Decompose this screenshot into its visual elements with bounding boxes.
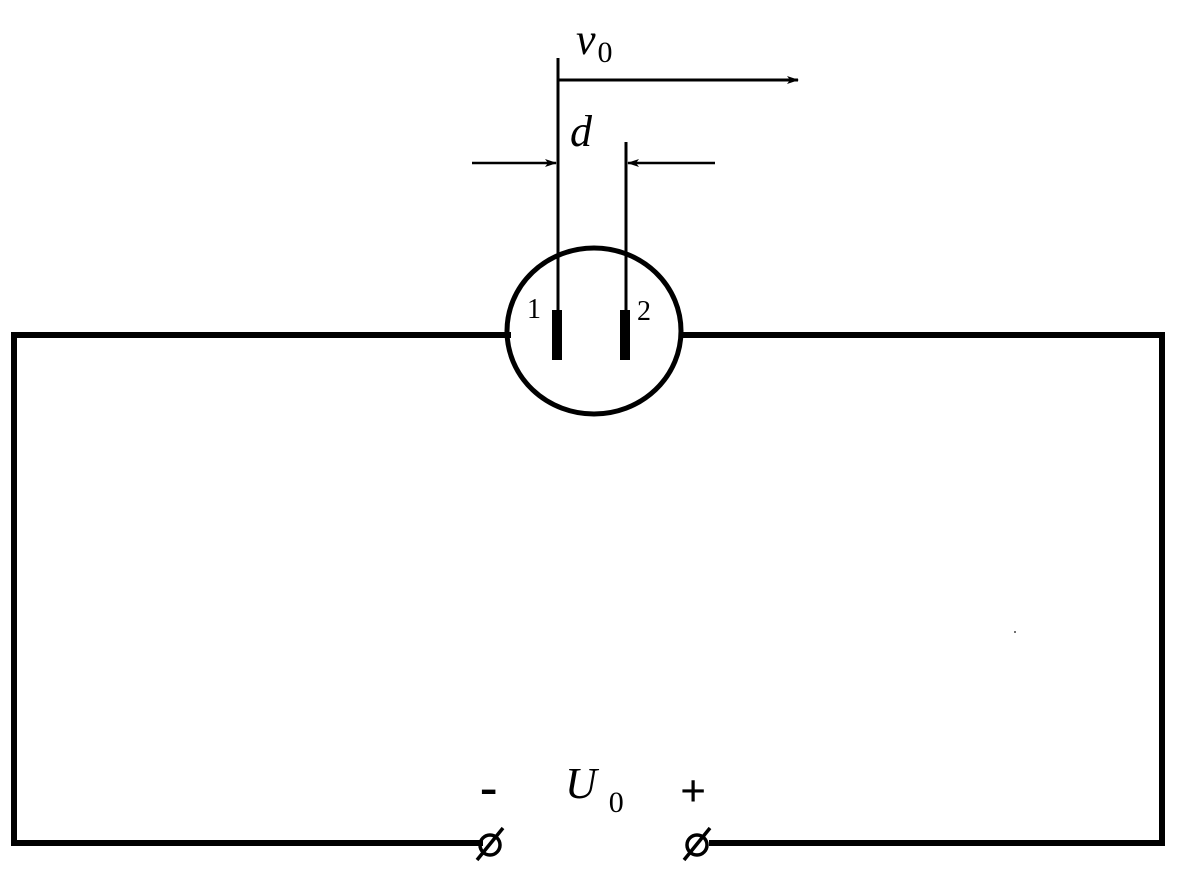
plus-sign: + [680, 765, 706, 816]
distance-label: d [570, 107, 593, 156]
electrode-2-label: 2 [637, 296, 651, 327]
negative-terminal [475, 826, 505, 862]
speck [1014, 631, 1016, 633]
electrode-1-plate [552, 310, 562, 360]
velocity-label: v0 [576, 15, 613, 69]
positive-terminal [682, 826, 712, 862]
tube-envelope [504, 245, 684, 417]
electrode-1-label: 1 [527, 294, 541, 325]
minus-sign: - [480, 759, 497, 816]
circuit-wire [11, 332, 1165, 846]
electrode-2-plate [620, 310, 630, 360]
